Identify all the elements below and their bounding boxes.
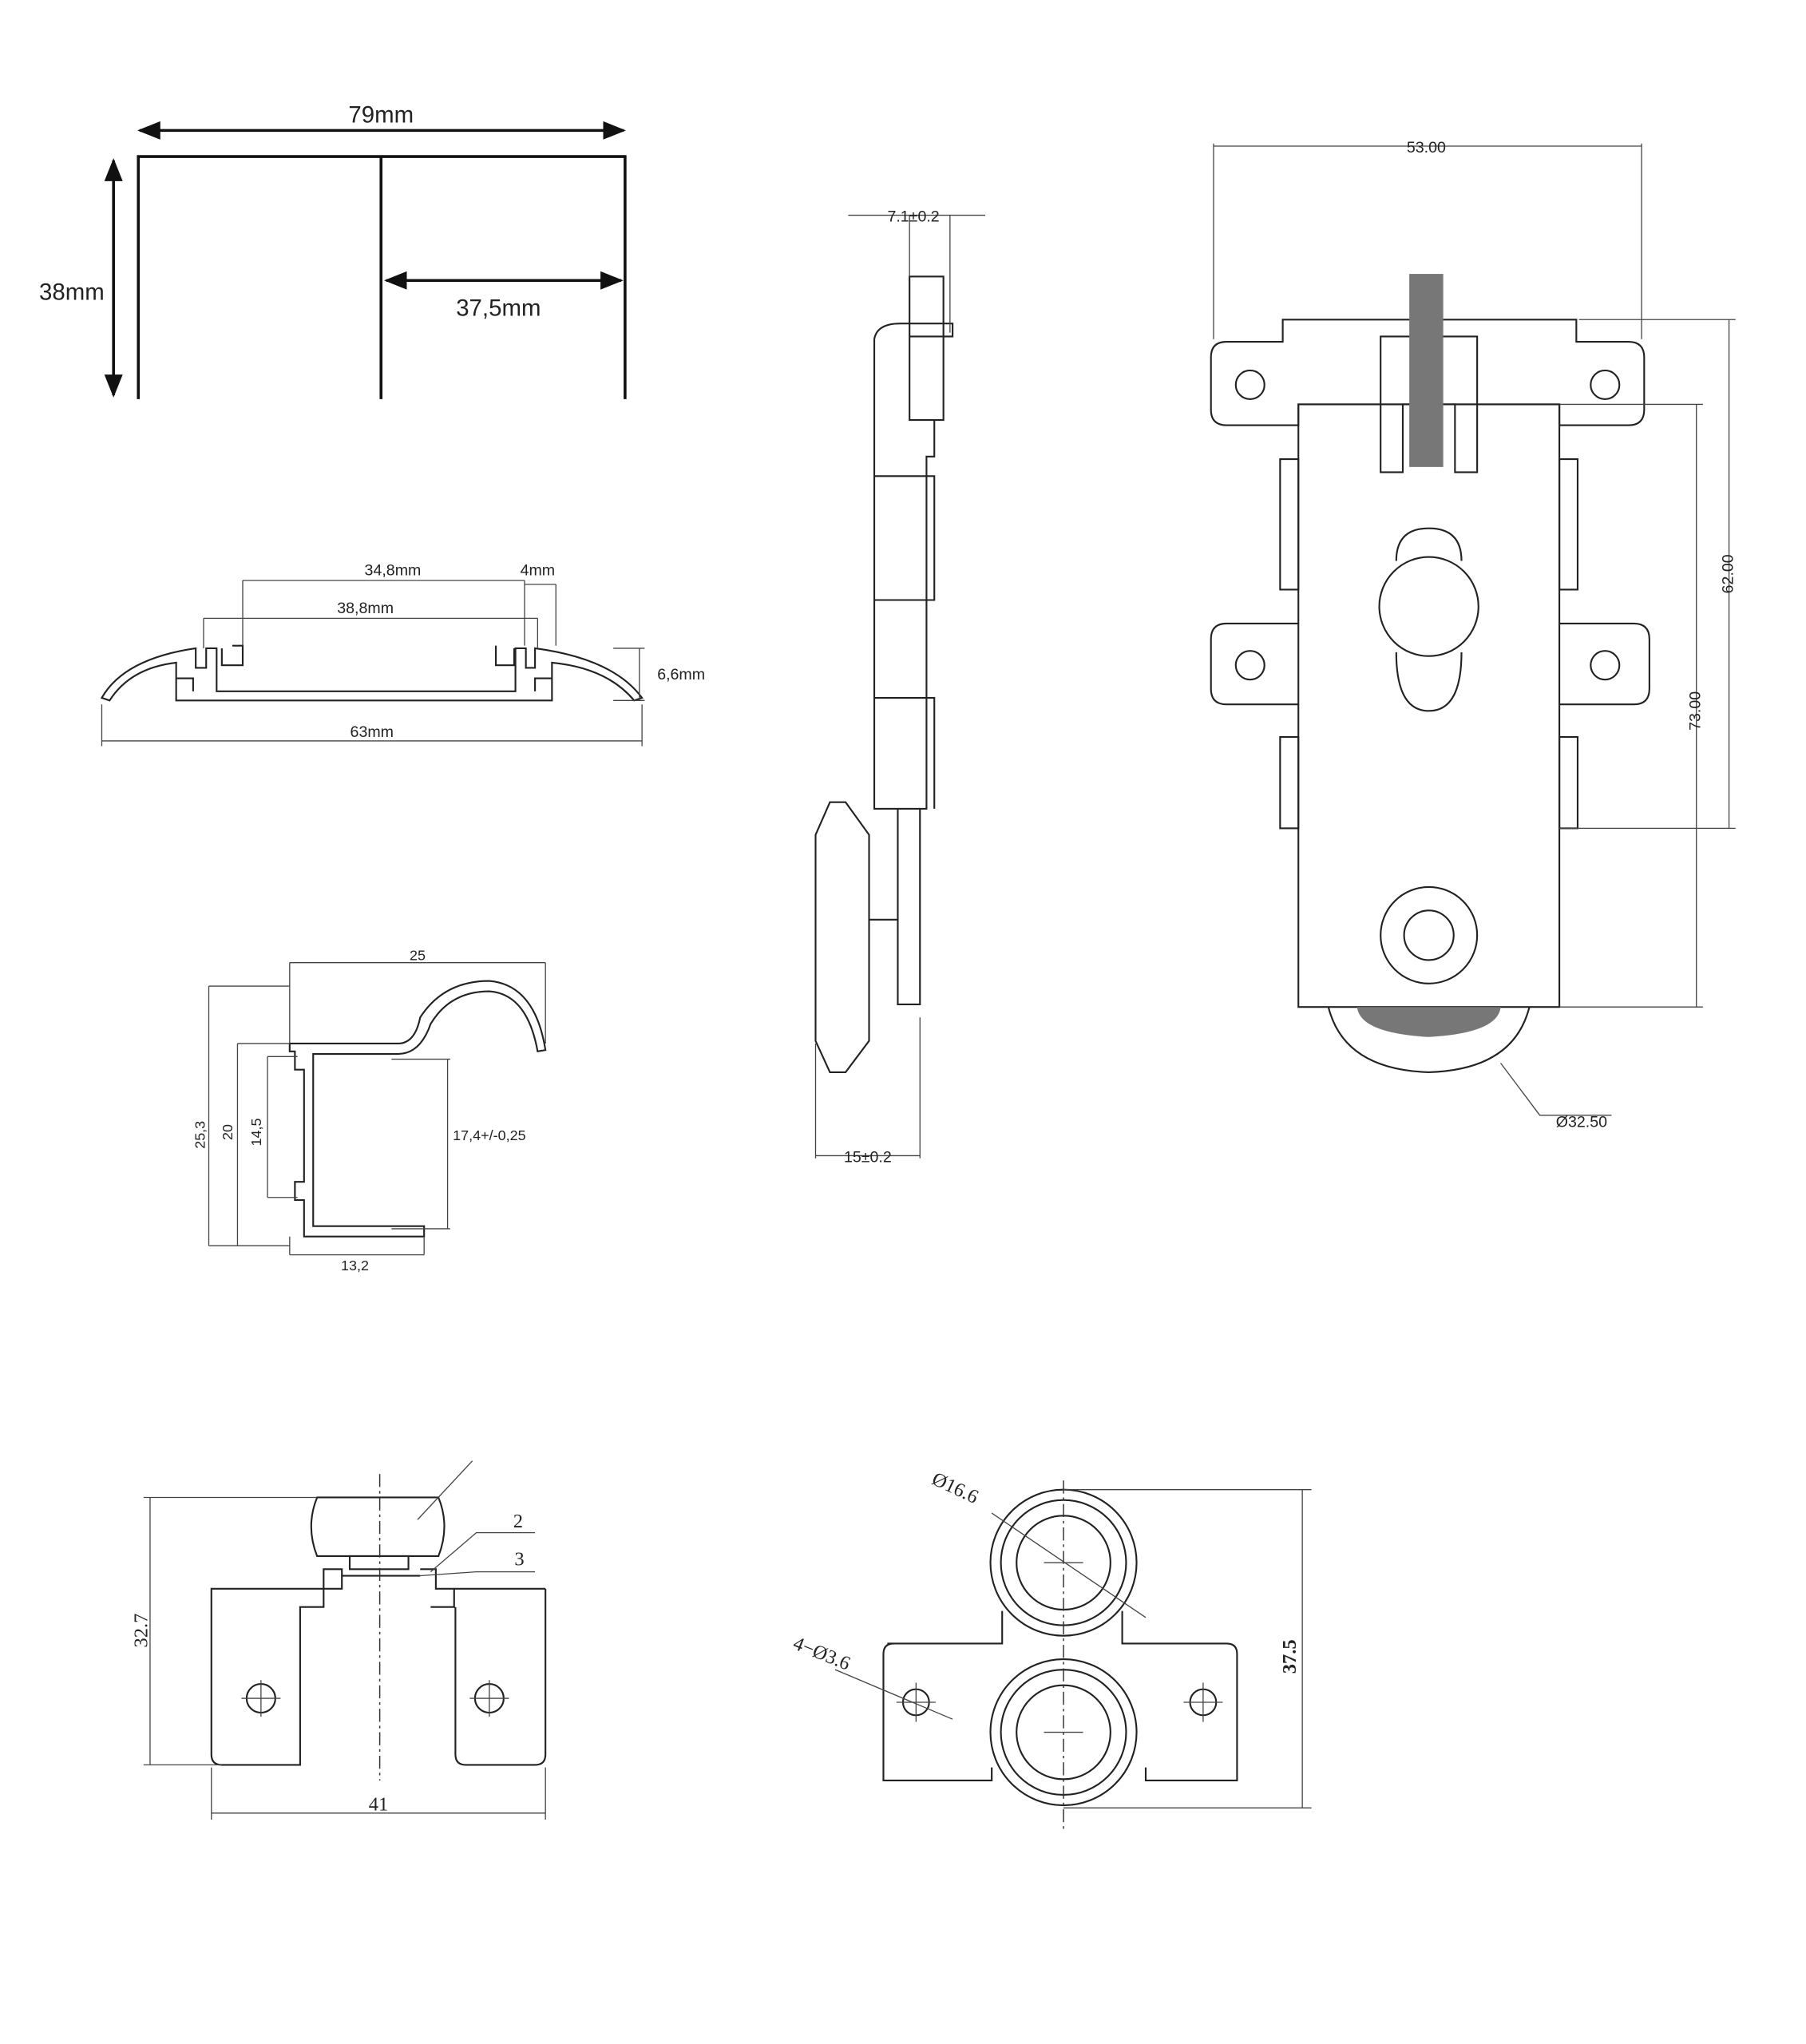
dimension-20: 20	[220, 1124, 236, 1140]
dimension-14-5: 14,5	[248, 1119, 264, 1147]
dimension-41: 41	[369, 1794, 389, 1816]
dimension-63mm: 63mm	[351, 723, 394, 741]
dimension-34-8mm: 34,8mm	[365, 561, 422, 579]
dimension-73: 73.00	[1687, 691, 1705, 731]
track-profile-drawing: 34,8mm 38,8mm 4mm 6,6mm 63mm	[100, 561, 705, 747]
dimension-38-8mm: 38,8mm	[337, 600, 394, 617]
dimension-6-6mm: 6,6mm	[657, 666, 705, 683]
dimension-7-1: 7.1±0.2	[887, 208, 939, 226]
rail-channel-drawing: 79mm 38mm 37,5mm	[39, 102, 627, 399]
dimension-32-7: 32.7	[131, 1614, 152, 1648]
dimension-13-2: 13,2	[341, 1258, 369, 1274]
roller-side-drawing: 7.1±0.2 15±0.2	[814, 208, 985, 1167]
dimension-17-4: 17,4+/-0,25	[453, 1127, 525, 1143]
dimension-53: 53.00	[1407, 139, 1446, 156]
dimension-4-holes-3-6: 4−Ø3.6	[790, 1633, 853, 1675]
dimension-15: 15±0.2	[844, 1149, 892, 1167]
dimension-25-3: 25,3	[192, 1121, 208, 1149]
bottom-guide-top-drawing: Ø16.6 4−Ø3.6 37.5	[790, 1468, 1312, 1833]
part-label-2: 2	[513, 1511, 523, 1532]
dimension-37-5mm: 37,5mm	[456, 295, 541, 321]
part-label-3: 3	[514, 1548, 524, 1570]
dimension-79mm: 79mm	[348, 102, 414, 129]
roller-front-drawing: 53.00 62.00 73.00 Ø32.50	[1210, 139, 1737, 1131]
dimension-diameter-16-6: Ø16.6	[929, 1468, 981, 1508]
dimension-38mm: 38mm	[39, 279, 105, 306]
dimension-diameter-32-5: Ø32.50	[1556, 1114, 1607, 1131]
bottom-guide-side-drawing: 32.7 41 2 3	[131, 1460, 547, 1820]
handle-profile-drawing: 25 25,3 20 14,5 17,4+/-0,25 13,2	[192, 947, 547, 1274]
dimension-62: 62.00	[1719, 554, 1737, 593]
dimension-4mm: 4mm	[521, 561, 556, 579]
dimension-25: 25	[410, 947, 426, 963]
dimension-37-5: 37.5	[1279, 1639, 1301, 1674]
